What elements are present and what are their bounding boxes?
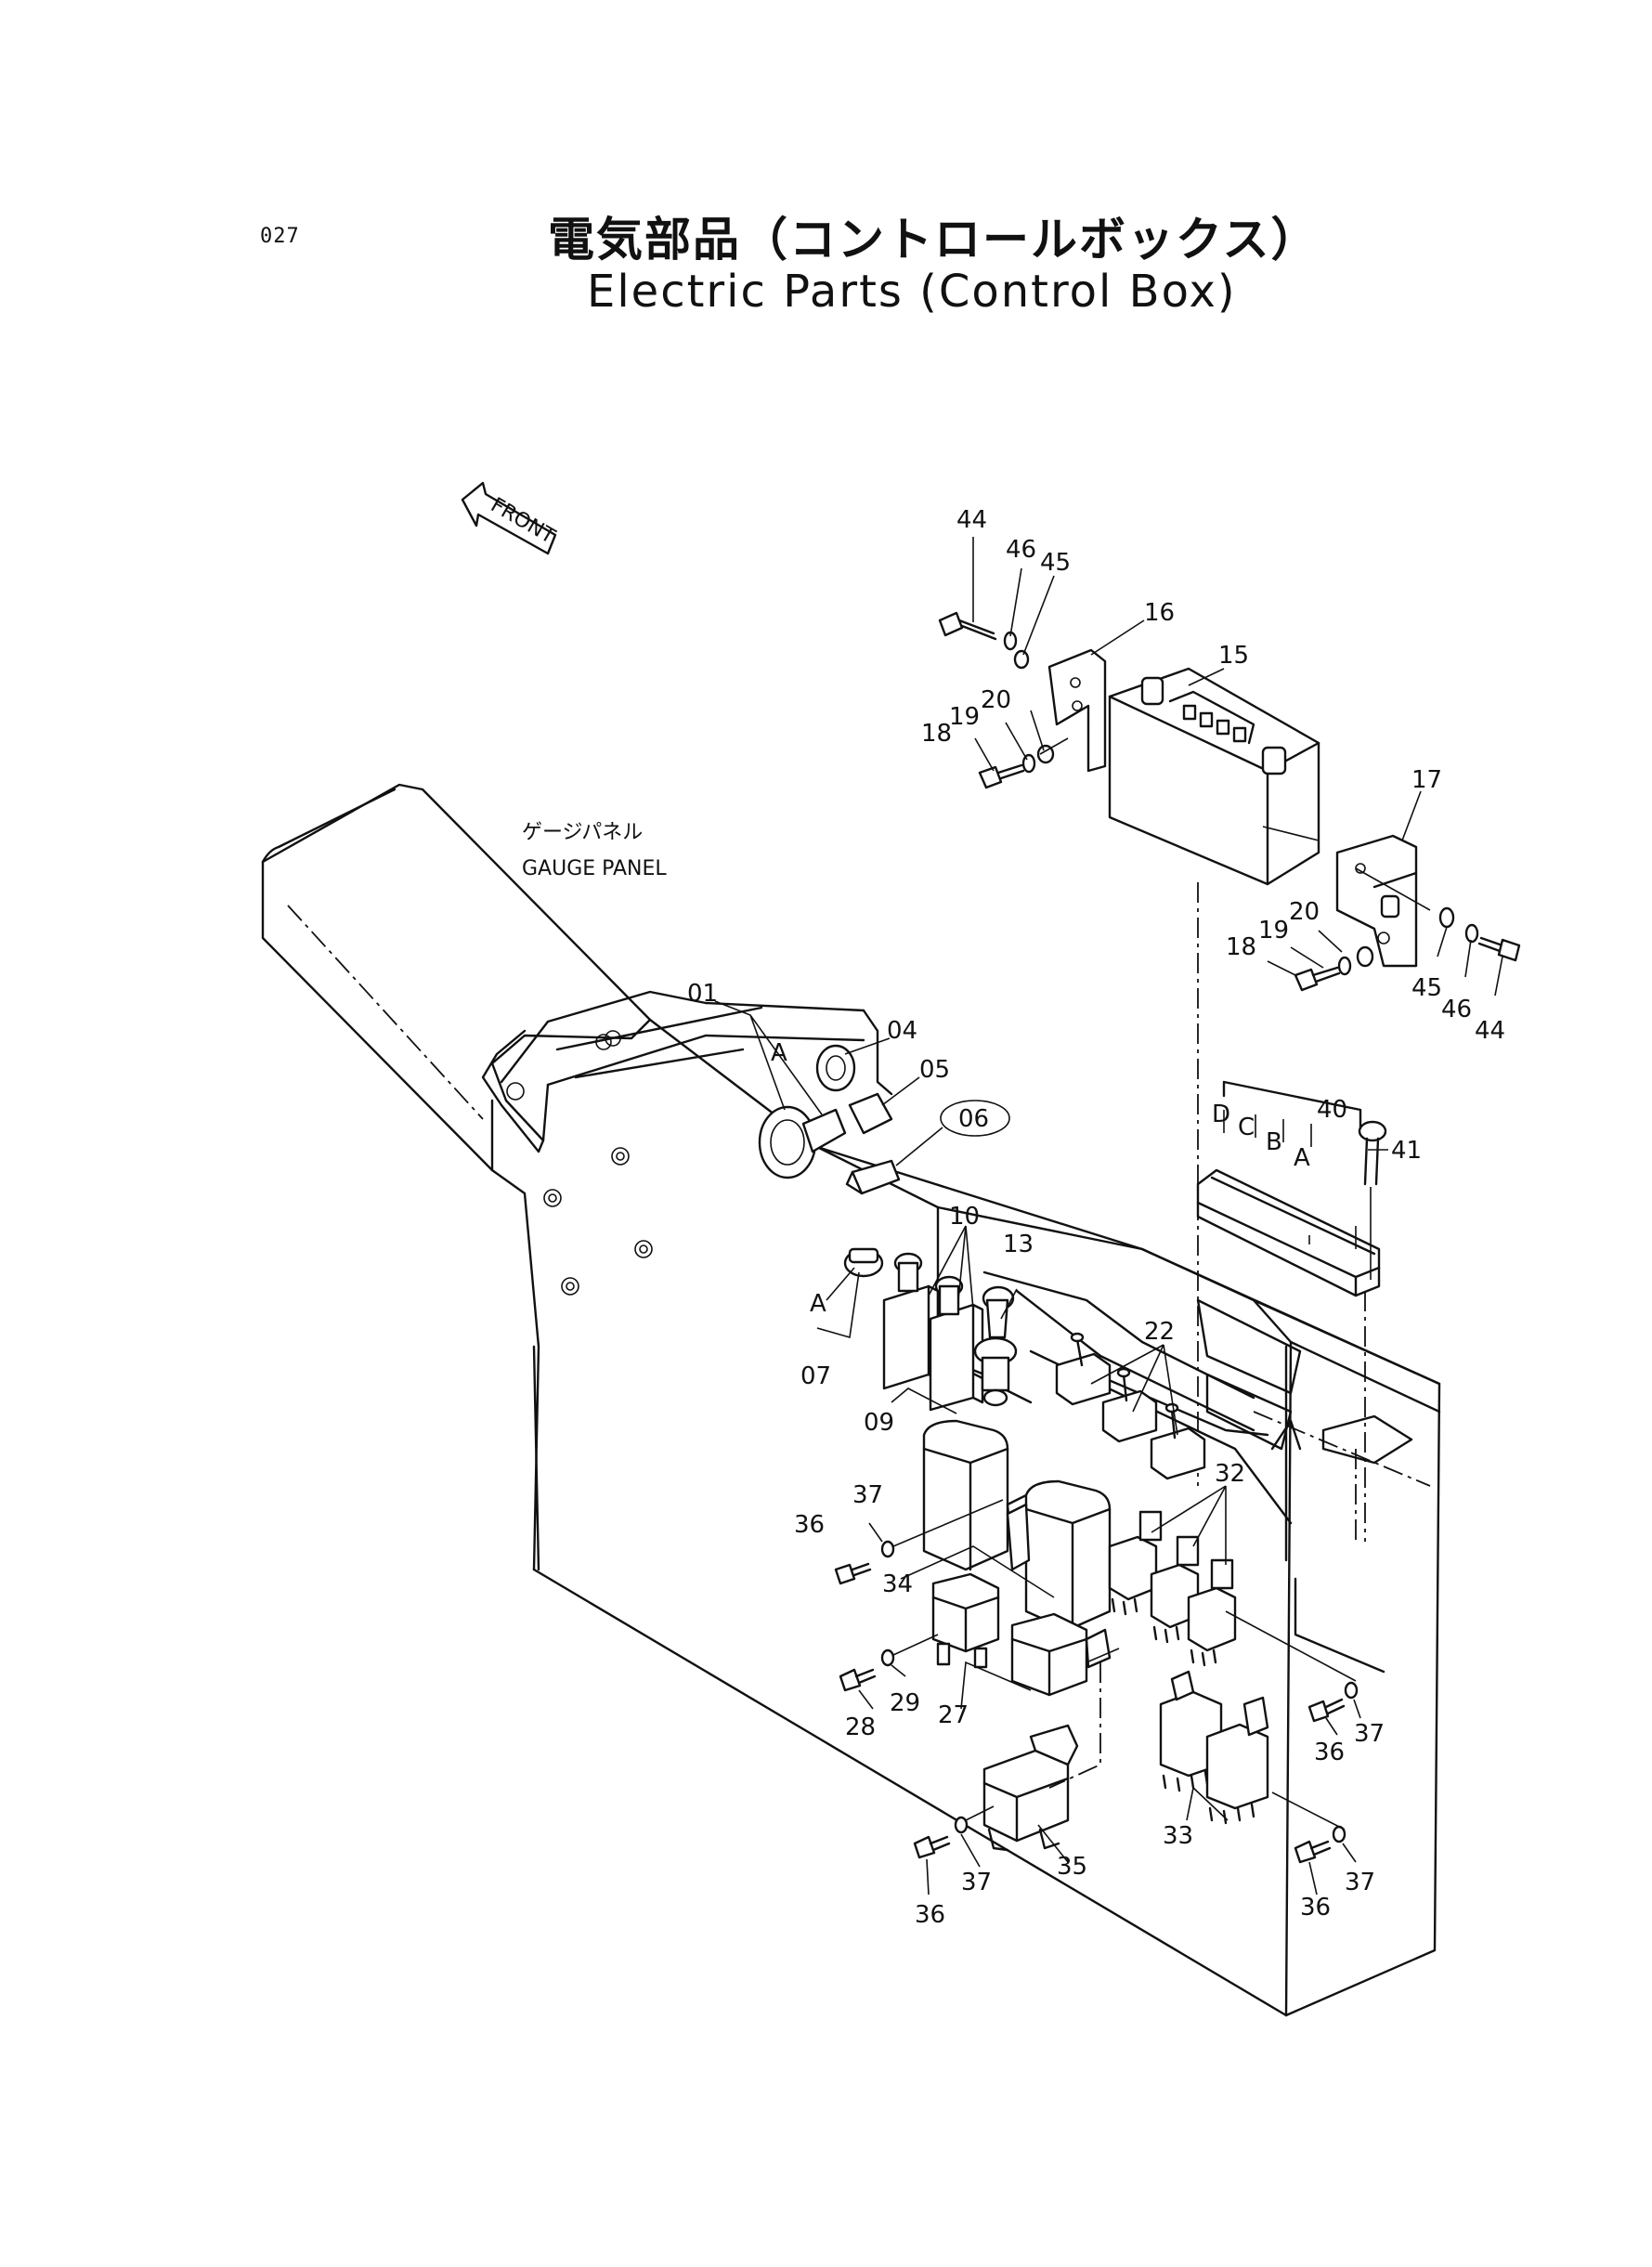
relay-33-b [1205, 1696, 1269, 1825]
callout-18-top: 18 [921, 720, 952, 748]
callout-45-top: 45 [1040, 549, 1071, 577]
callout-45-bottom: 45 [1411, 974, 1442, 1002]
indicator-04 [815, 1044, 856, 1092]
callout-37-c: 37 [961, 1869, 992, 1896]
callout-46-bottom: 46 [1441, 996, 1472, 1023]
toggle-switch-22-a [1055, 1332, 1112, 1406]
callout-20-top: 20 [981, 686, 1011, 714]
callout-16: 16 [1144, 599, 1175, 627]
controller-unit-15 [1108, 667, 1320, 886]
callout-36-d: 36 [1300, 1894, 1331, 1922]
callout-28: 28 [845, 1713, 876, 1741]
knob-10-a [893, 1252, 923, 1293]
callout-19-top: 19 [949, 703, 980, 731]
callout-44-top: 44 [956, 506, 987, 534]
callout-36-c: 36 [915, 1901, 945, 1929]
callout-32: 32 [1215, 1460, 1245, 1488]
relay-32-c [1187, 1558, 1237, 1667]
screw-41-icon [1358, 1120, 1387, 1280]
relay-27-a [931, 1572, 1000, 1669]
bolt-44-top-icon [938, 611, 1030, 670]
callout-10: 10 [949, 1203, 980, 1231]
bolt-18-bottom-icon [1294, 945, 1374, 992]
relay-32-a [1108, 1510, 1163, 1616]
callout-18-bottom: 18 [1226, 933, 1256, 961]
callout-04: 04 [887, 1017, 917, 1045]
gauge-panel-label-en: GAUGE PANEL [522, 857, 667, 880]
key-switch-01 [758, 1105, 847, 1179]
callout-A-keyswitch: A [771, 1039, 787, 1067]
callout-D: D [1212, 1101, 1230, 1128]
callout-09: 09 [864, 1409, 894, 1437]
screw-28-icon [839, 1634, 939, 1692]
relay-35 [982, 1724, 1079, 1852]
callout-20-bottom: 20 [1289, 898, 1320, 926]
callout-33: 33 [1163, 1822, 1193, 1850]
callout-15: 15 [1218, 642, 1249, 670]
callout-17: 17 [1411, 766, 1442, 794]
front-arrow-icon: FRONT [461, 481, 559, 555]
callout-22: 22 [1144, 1318, 1175, 1346]
leader-lines [714, 537, 1503, 1896]
relay-32-b [1150, 1535, 1200, 1644]
callout-07: 07 [800, 1362, 831, 1390]
screw-36-a-icon [834, 1499, 1004, 1585]
page-number: 027 [260, 225, 300, 248]
callout-05: 05 [919, 1056, 950, 1084]
screw-36-d-icon [1271, 1791, 1346, 1864]
callout-19-bottom: 19 [1258, 917, 1289, 945]
gauge-panel-label-jp: ゲージパネル [522, 821, 643, 844]
callout-37-d: 37 [1345, 1869, 1375, 1896]
connector-40 [1196, 1168, 1381, 1297]
bracket-16 [1047, 648, 1107, 773]
screw-36-b-icon [1225, 1610, 1359, 1723]
toggle-switch-22-b [1101, 1367, 1158, 1443]
callout-37-a: 37 [852, 1481, 883, 1509]
callout-41: 41 [1391, 1137, 1422, 1165]
toggle-switch-22-c [1150, 1402, 1206, 1480]
callout-C: C [1238, 1114, 1255, 1141]
callout-46-top: 46 [1006, 536, 1036, 564]
connector-05 [848, 1092, 893, 1135]
callout-A-switch: A [810, 1290, 826, 1318]
switch-13 [973, 1285, 1018, 1407]
callout-34: 34 [882, 1570, 913, 1598]
relay-33-a [1159, 1670, 1223, 1792]
callout-06-circle [940, 1100, 1010, 1137]
callout-06: 06 [958, 1105, 989, 1133]
callout-40: 40 [1317, 1096, 1347, 1124]
callout-36-a: 36 [794, 1511, 825, 1539]
title-japanese: 電気部品（コントロールボックス） [548, 213, 1320, 267]
bracket-17 [1335, 834, 1418, 968]
connector-06 [845, 1159, 901, 1195]
bolt-18-top-icon [978, 737, 1069, 789]
callout-27: 27 [938, 1701, 969, 1729]
callout-B: B [1266, 1128, 1282, 1156]
title-english: Electric Parts (Control Box) [587, 266, 1237, 318]
callout-labels: 44 46 45 16 15 18 19 20 17 20 19 18 45 4… [687, 506, 1505, 1929]
switch-09-b [929, 1303, 984, 1412]
screw-36-c-icon [913, 1805, 995, 1859]
switch-07 [843, 1247, 884, 1278]
gauge-panel-outline [261, 783, 1288, 2017]
callout-37-b: 37 [1354, 1720, 1385, 1748]
callout-36-b: 36 [1314, 1739, 1345, 1766]
bolt-44-bottom-icon [1438, 906, 1521, 962]
callout-29: 29 [890, 1689, 920, 1717]
callout-13: 13 [1003, 1231, 1034, 1258]
callout-01: 01 [687, 980, 718, 1008]
relay-27-b [1010, 1612, 1112, 1697]
callout-35: 35 [1057, 1853, 1087, 1881]
callout-A-connector: A [1294, 1144, 1310, 1172]
callout-44-bottom: 44 [1475, 1017, 1505, 1045]
